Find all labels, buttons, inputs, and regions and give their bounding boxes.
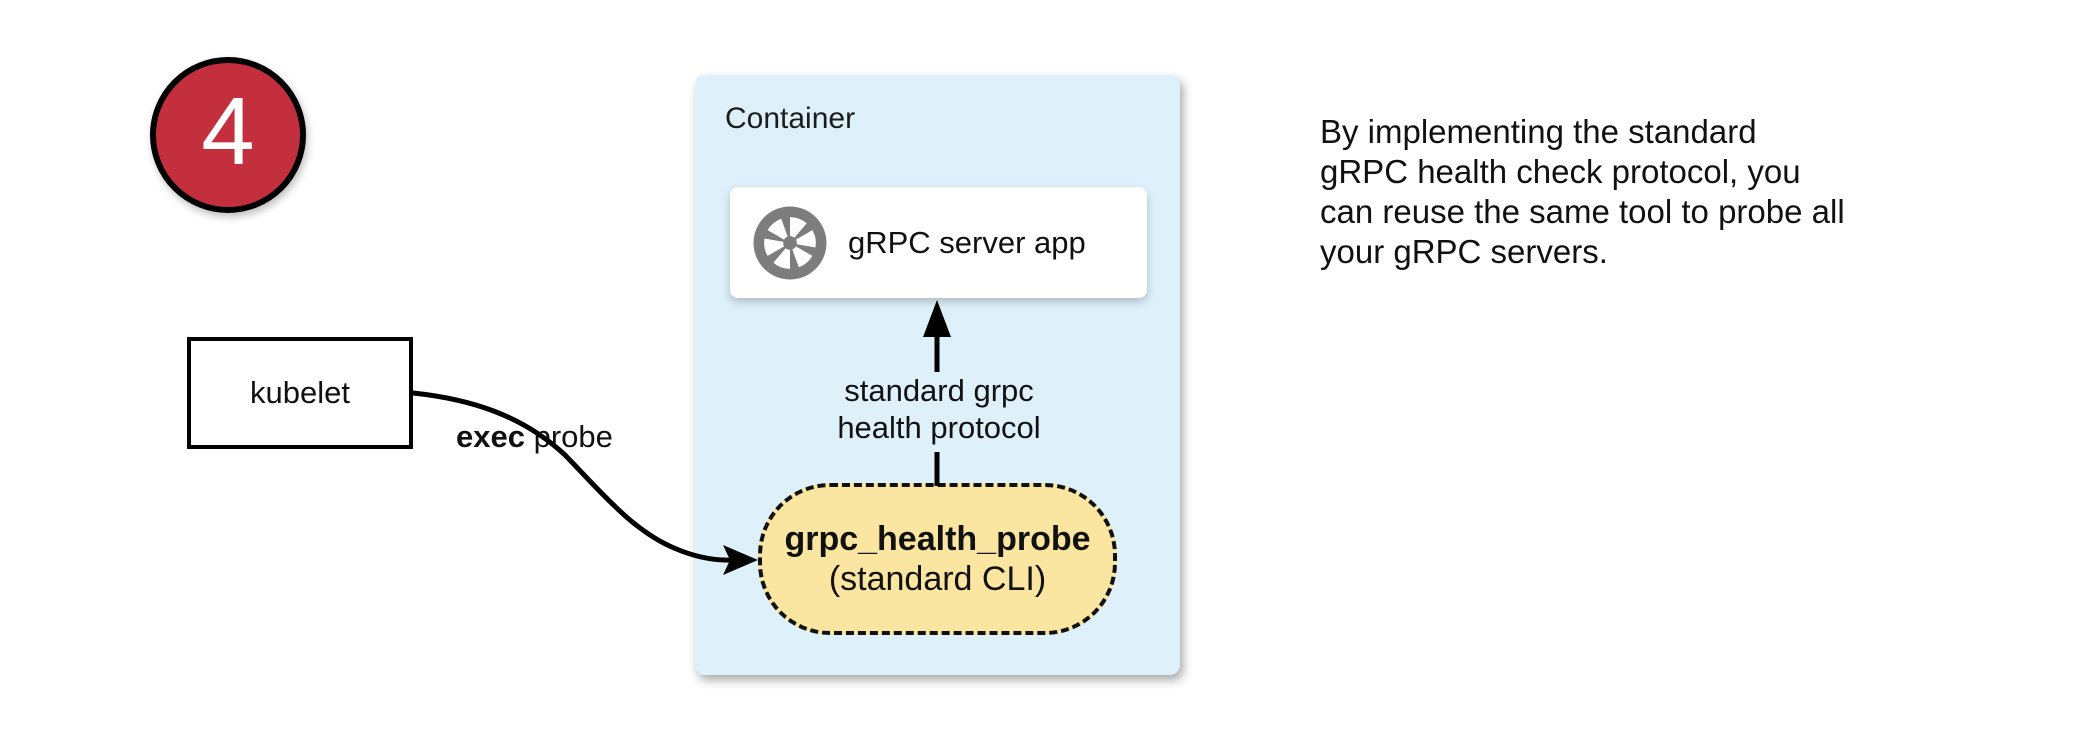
health-protocol-label: standard grpc health protocol <box>779 372 1099 446</box>
container-group: Container gRPC server app standard grpc <box>695 75 1180 675</box>
health-protocol-label-line1: standard grpc <box>844 373 1034 408</box>
kubelet-node: kubelet <box>187 337 413 449</box>
exec-probe-label: exec probe <box>456 419 613 455</box>
side-note-line2: gRPC health check protocol, you <box>1320 153 1801 190</box>
side-note: By implementing the standard gRPC health… <box>1320 112 1845 272</box>
aperture-icon <box>753 206 827 279</box>
step-number: 4 <box>201 78 255 185</box>
step-number-badge: 4 <box>150 57 306 213</box>
kubelet-label: kubelet <box>250 375 350 410</box>
container-label: Container <box>725 102 856 135</box>
grpc-health-probe-subtitle: (standard CLI) <box>828 560 1047 598</box>
grpc-server-app-node: gRPC server app <box>730 187 1147 298</box>
grpc-health-probe-title: grpc_health_probe <box>784 520 1091 558</box>
grpc-health-probe-node: grpc_health_probe (standard CLI) <box>758 483 1117 635</box>
health-protocol-label-line2: health protocol <box>837 410 1041 445</box>
side-note-line1: By implementing the standard <box>1320 113 1757 150</box>
exec-probe-label-bold: exec <box>456 419 525 454</box>
side-note-line3: can reuse the same tool to probe all <box>1320 193 1845 230</box>
grpc-server-app-label: gRPC server app <box>848 224 1086 260</box>
exec-probe-label-rest: probe <box>524 419 613 454</box>
side-note-line4: your gRPC servers. <box>1320 233 1608 270</box>
